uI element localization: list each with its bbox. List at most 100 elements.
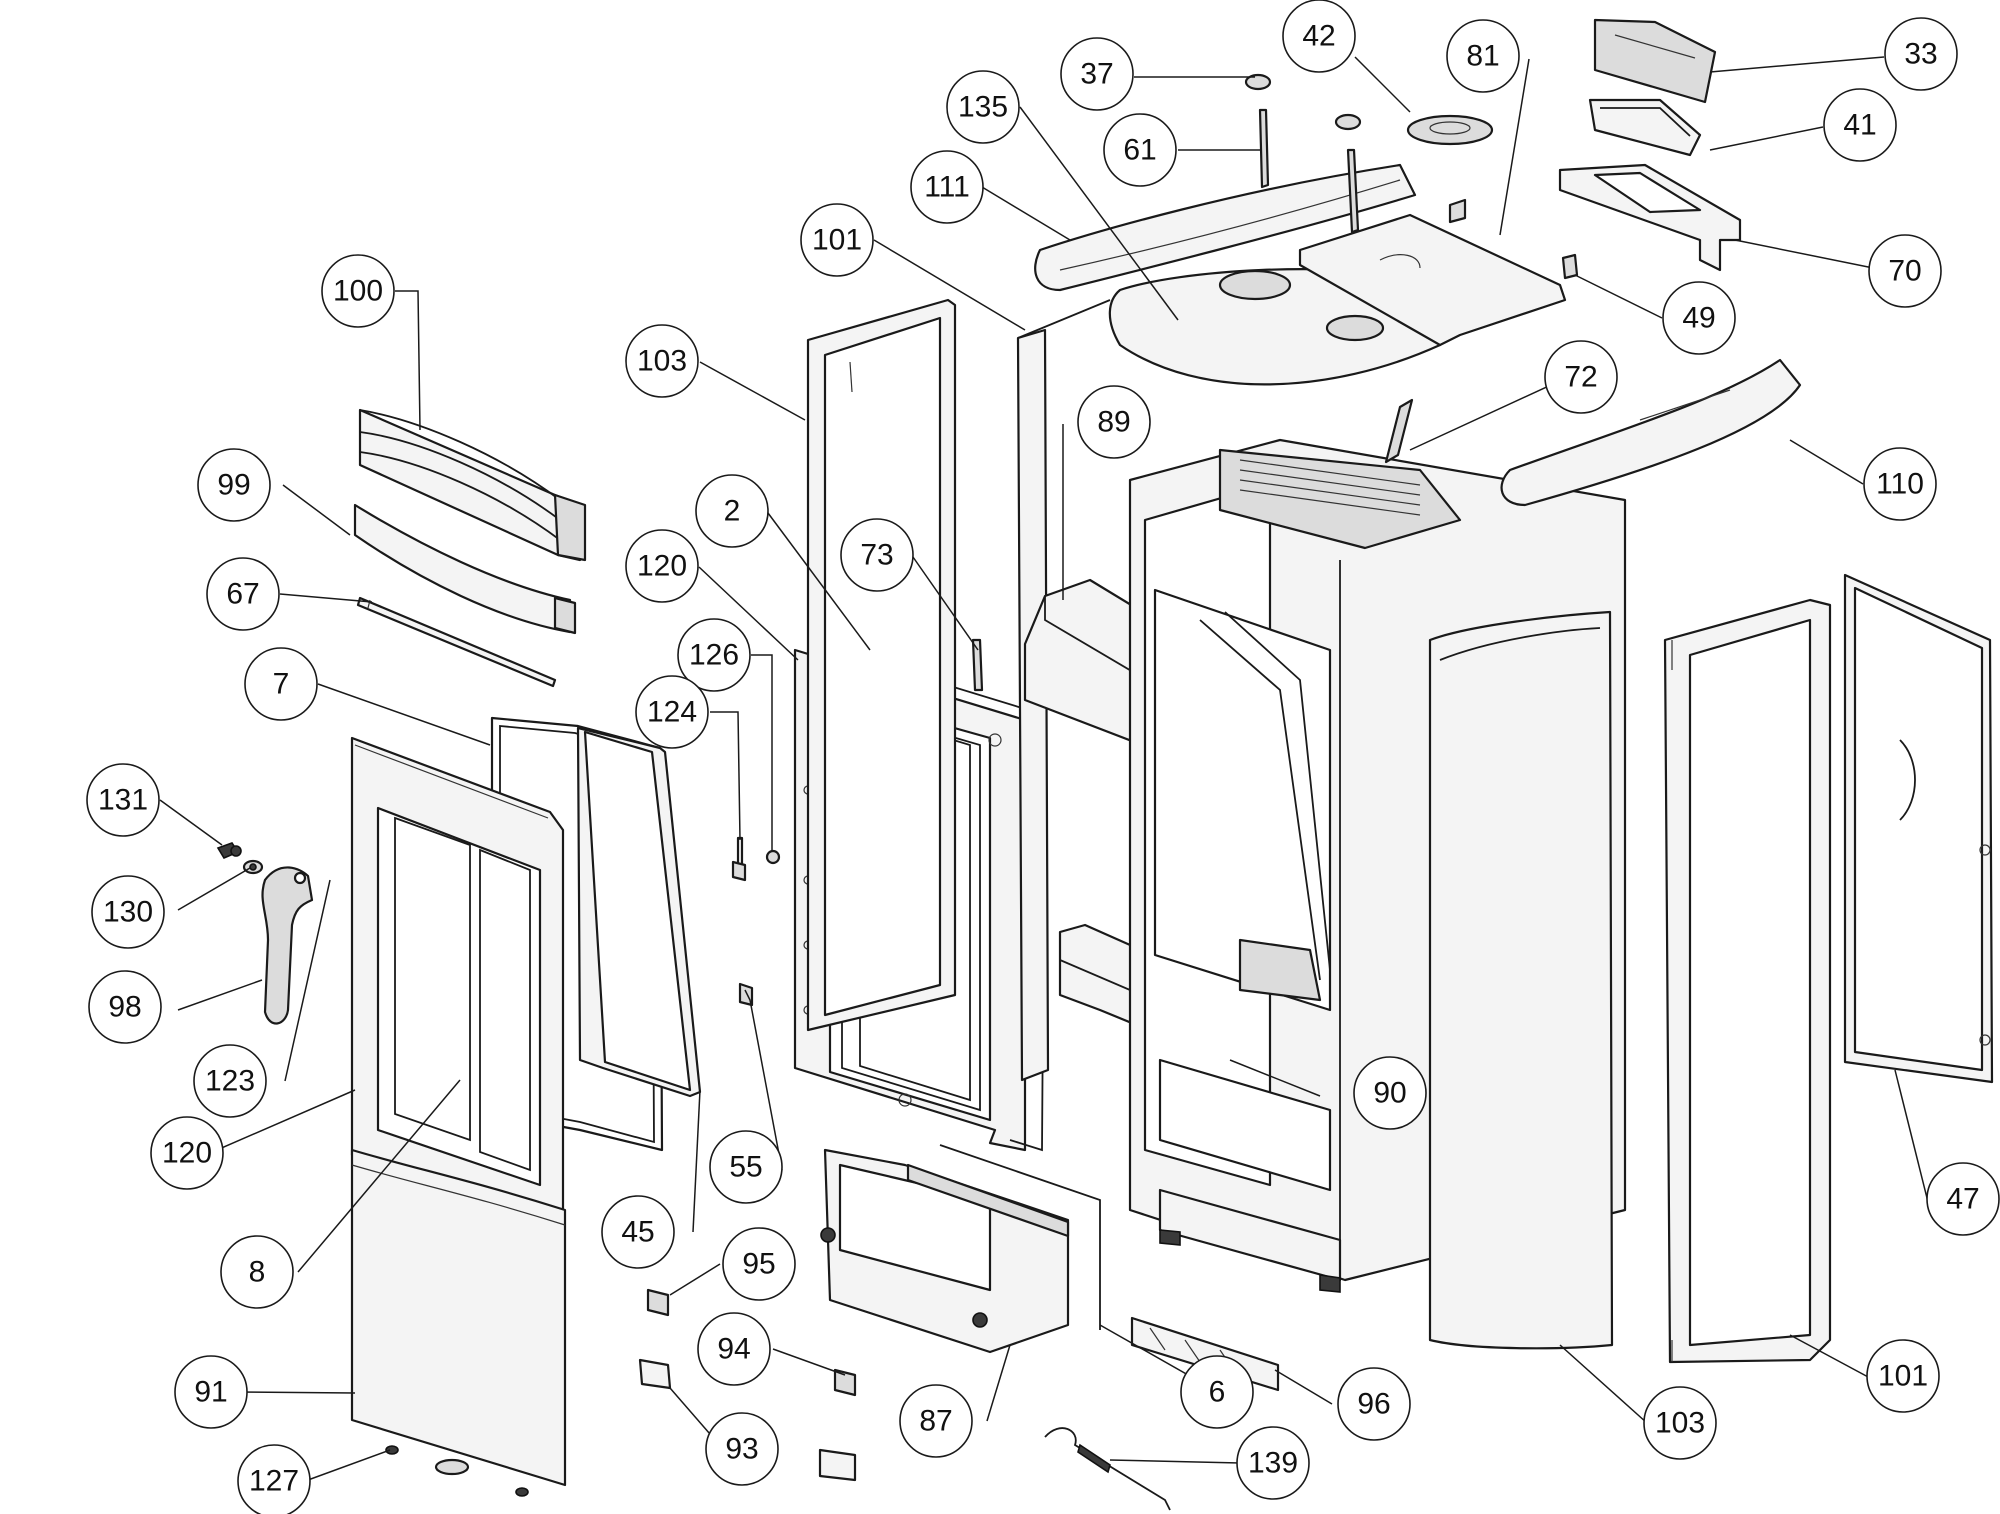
part-91-lower-panel	[350, 1148, 567, 1487]
part-45-glass	[576, 726, 702, 1098]
svg-text:42: 42	[1302, 20, 1335, 53]
svg-text:139: 139	[1248, 1447, 1298, 1480]
svg-text:98: 98	[108, 991, 141, 1024]
callout-130: 130	[91, 875, 165, 949]
callout-33: 33	[1884, 17, 1958, 91]
part-42-cap	[1406, 114, 1494, 146]
callout-124: 124	[635, 675, 709, 749]
svg-text:70: 70	[1888, 255, 1921, 288]
callout-89: 89	[1077, 385, 1151, 459]
callout-8: 8	[220, 1235, 294, 1309]
svg-text:49: 49	[1682, 302, 1715, 335]
svg-text:41: 41	[1843, 109, 1876, 142]
svg-text:6: 6	[1209, 1376, 1226, 1409]
callout-87: 87	[899, 1384, 973, 1458]
svg-text:131: 131	[98, 784, 148, 817]
svg-text:93: 93	[725, 1433, 758, 1466]
callout-135: 135	[946, 70, 1020, 144]
callout-139: 139	[1236, 1426, 1310, 1500]
svg-text:135: 135	[958, 91, 1008, 124]
part-37-knob	[1244, 73, 1362, 131]
svg-text:89: 89	[1097, 406, 1130, 439]
svg-text:7: 7	[273, 668, 290, 701]
part-81-top-plate	[1298, 213, 1567, 347]
callout-101-top: 101	[800, 203, 874, 277]
svg-text:96: 96	[1357, 1388, 1390, 1421]
part-55-clip	[731, 860, 754, 1007]
svg-text:120: 120	[637, 550, 687, 583]
callout-120-top: 120	[625, 529, 699, 603]
svg-text:123: 123	[205, 1065, 255, 1098]
part-120-door-frame	[350, 736, 565, 1222]
callout-47: 47	[1926, 1162, 2000, 1236]
callout-6: 6	[1180, 1355, 1254, 1429]
part-126-nut	[765, 849, 781, 865]
svg-text:91: 91	[194, 1376, 227, 1409]
svg-text:99: 99	[217, 469, 250, 502]
svg-text:94: 94	[717, 1333, 750, 1366]
part-49-bracket	[1448, 198, 1579, 280]
callout-94: 94	[697, 1312, 771, 1386]
svg-text:61: 61	[1123, 134, 1156, 167]
part-95-hinge	[646, 1288, 670, 1317]
part-47-back-panel	[1843, 573, 1994, 1084]
part-73-rod	[971, 638, 984, 692]
callout-126: 126	[677, 618, 751, 692]
callout-93: 93	[705, 1412, 779, 1486]
svg-text:101: 101	[1878, 1360, 1928, 1393]
svg-text:101: 101	[812, 224, 862, 257]
callout-103-bottom: 103	[1643, 1386, 1717, 1460]
part-99-deflector	[353, 503, 577, 635]
callout-67: 67	[206, 557, 280, 631]
callout-131: 131	[86, 763, 160, 837]
callout-42: 42	[1282, 0, 1356, 73]
svg-text:47: 47	[1946, 1183, 1979, 1216]
part-103-front-panel	[1428, 610, 1614, 1350]
svg-text:110: 110	[1876, 468, 1924, 501]
callout-90: 90	[1353, 1056, 1427, 1130]
callout-72: 72	[1544, 340, 1618, 414]
svg-text:67: 67	[226, 578, 259, 611]
part-98-handle	[261, 866, 314, 1025]
callout-2: 2	[695, 474, 769, 548]
callout-95: 95	[722, 1227, 796, 1301]
svg-text:120: 120	[162, 1137, 212, 1170]
svg-text:33: 33	[1904, 38, 1937, 71]
callout-73: 73	[840, 518, 914, 592]
part-41-housing	[1588, 98, 1702, 157]
svg-text:72: 72	[1564, 361, 1597, 394]
callout-110: 110	[1863, 447, 1937, 521]
svg-text:124: 124	[647, 696, 697, 729]
callout-96: 96	[1337, 1367, 1411, 1441]
svg-text:87: 87	[919, 1405, 952, 1438]
callout-37: 37	[1060, 37, 1134, 111]
svg-text:2: 2	[724, 495, 741, 528]
part-139-tool	[1044, 1427, 1171, 1511]
part-130-washer	[242, 859, 264, 875]
svg-text:103: 103	[1655, 1407, 1705, 1440]
callout-70: 70	[1868, 234, 1942, 308]
part-93-latch	[638, 1358, 857, 1482]
callout-55: 55	[709, 1130, 783, 1204]
callout-41: 41	[1823, 88, 1897, 162]
part-87-ash-drawer	[820, 1144, 1101, 1354]
part-33-switch-box	[1593, 18, 1717, 104]
callout-7: 7	[244, 647, 318, 721]
svg-text:100: 100	[333, 275, 383, 308]
callout-100: 100	[321, 254, 395, 328]
part-72-bracket	[1384, 398, 1414, 464]
part-110-top-rail	[1500, 358, 1802, 507]
svg-text:55: 55	[729, 1151, 762, 1184]
svg-text:111: 111	[924, 171, 970, 204]
part-103-side-panel	[806, 298, 957, 1032]
svg-text:126: 126	[689, 639, 739, 672]
callout-101-bottom: 101	[1866, 1339, 1940, 1413]
part-61-rod	[1258, 108, 1360, 234]
callout-120-bottom: 120	[150, 1116, 224, 1190]
svg-text:73: 73	[860, 539, 893, 572]
part-94-hinge	[833, 1368, 857, 1397]
callout-81: 81	[1446, 19, 1520, 93]
svg-text:95: 95	[742, 1248, 775, 1281]
part-131-screw	[216, 842, 242, 860]
